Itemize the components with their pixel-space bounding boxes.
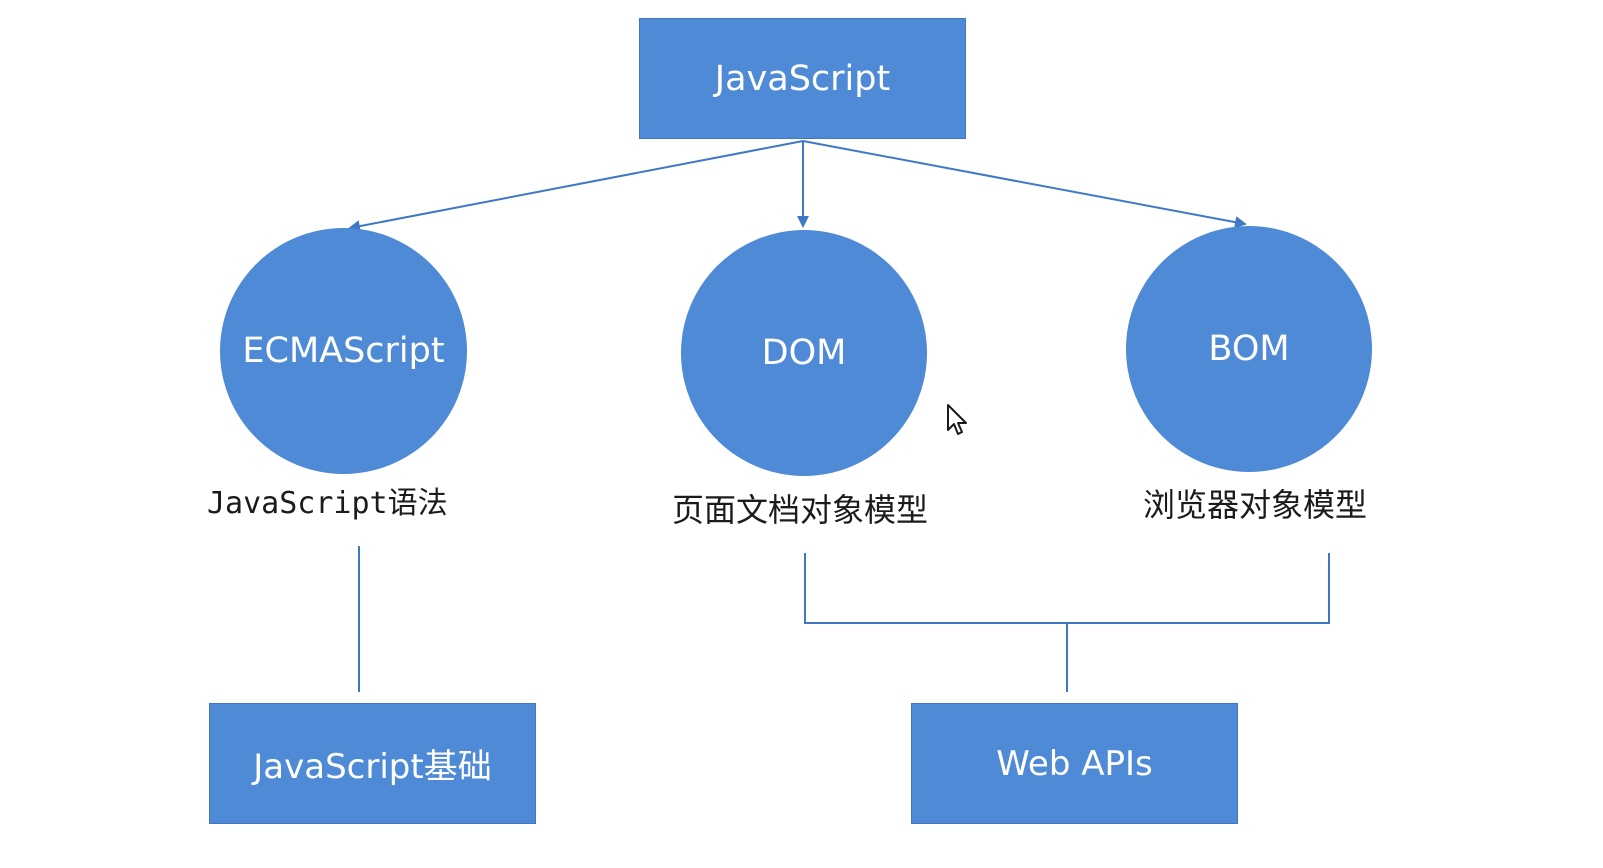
caption-text-dom: 页面文档对象模型 <box>672 491 929 529</box>
component-node-bom: BOM <box>1126 226 1372 472</box>
outcome-node-web-apis: Web APIs <box>911 703 1238 824</box>
component-label-dom: DOM <box>761 333 847 373</box>
root-node-javascript: JavaScript <box>639 18 966 139</box>
arrow-to-ecmascript <box>348 140 804 233</box>
caption-dom: 页面文档对象模型 <box>672 490 928 530</box>
arrow-to-bom <box>802 140 1247 229</box>
caption-ecmascript: JavaScript语法 <box>207 484 448 524</box>
caption-bom: 浏览器对象模型 <box>1143 485 1367 525</box>
outcome-label-web-apis: Web APIs <box>996 743 1153 784</box>
outcome-node-javascript-basics: JavaScript基础 <box>209 703 536 824</box>
component-label-bom: BOM <box>1208 329 1290 369</box>
component-label-ecmascript: ECMAScript <box>242 331 445 371</box>
caption-text-ecmascript: JavaScript语法 <box>207 486 448 521</box>
caption-text-bom: 浏览器对象模型 <box>1143 486 1368 524</box>
outcome-label-javascript-basics: JavaScript基础 <box>253 747 492 787</box>
connector-bracket-dom-bom <box>804 553 1330 624</box>
root-node-label: JavaScript <box>714 58 891 99</box>
component-node-ecmascript: ECMAScript <box>220 228 467 474</box>
mouse-cursor-icon <box>947 404 967 435</box>
component-node-dom: DOM <box>681 230 927 476</box>
